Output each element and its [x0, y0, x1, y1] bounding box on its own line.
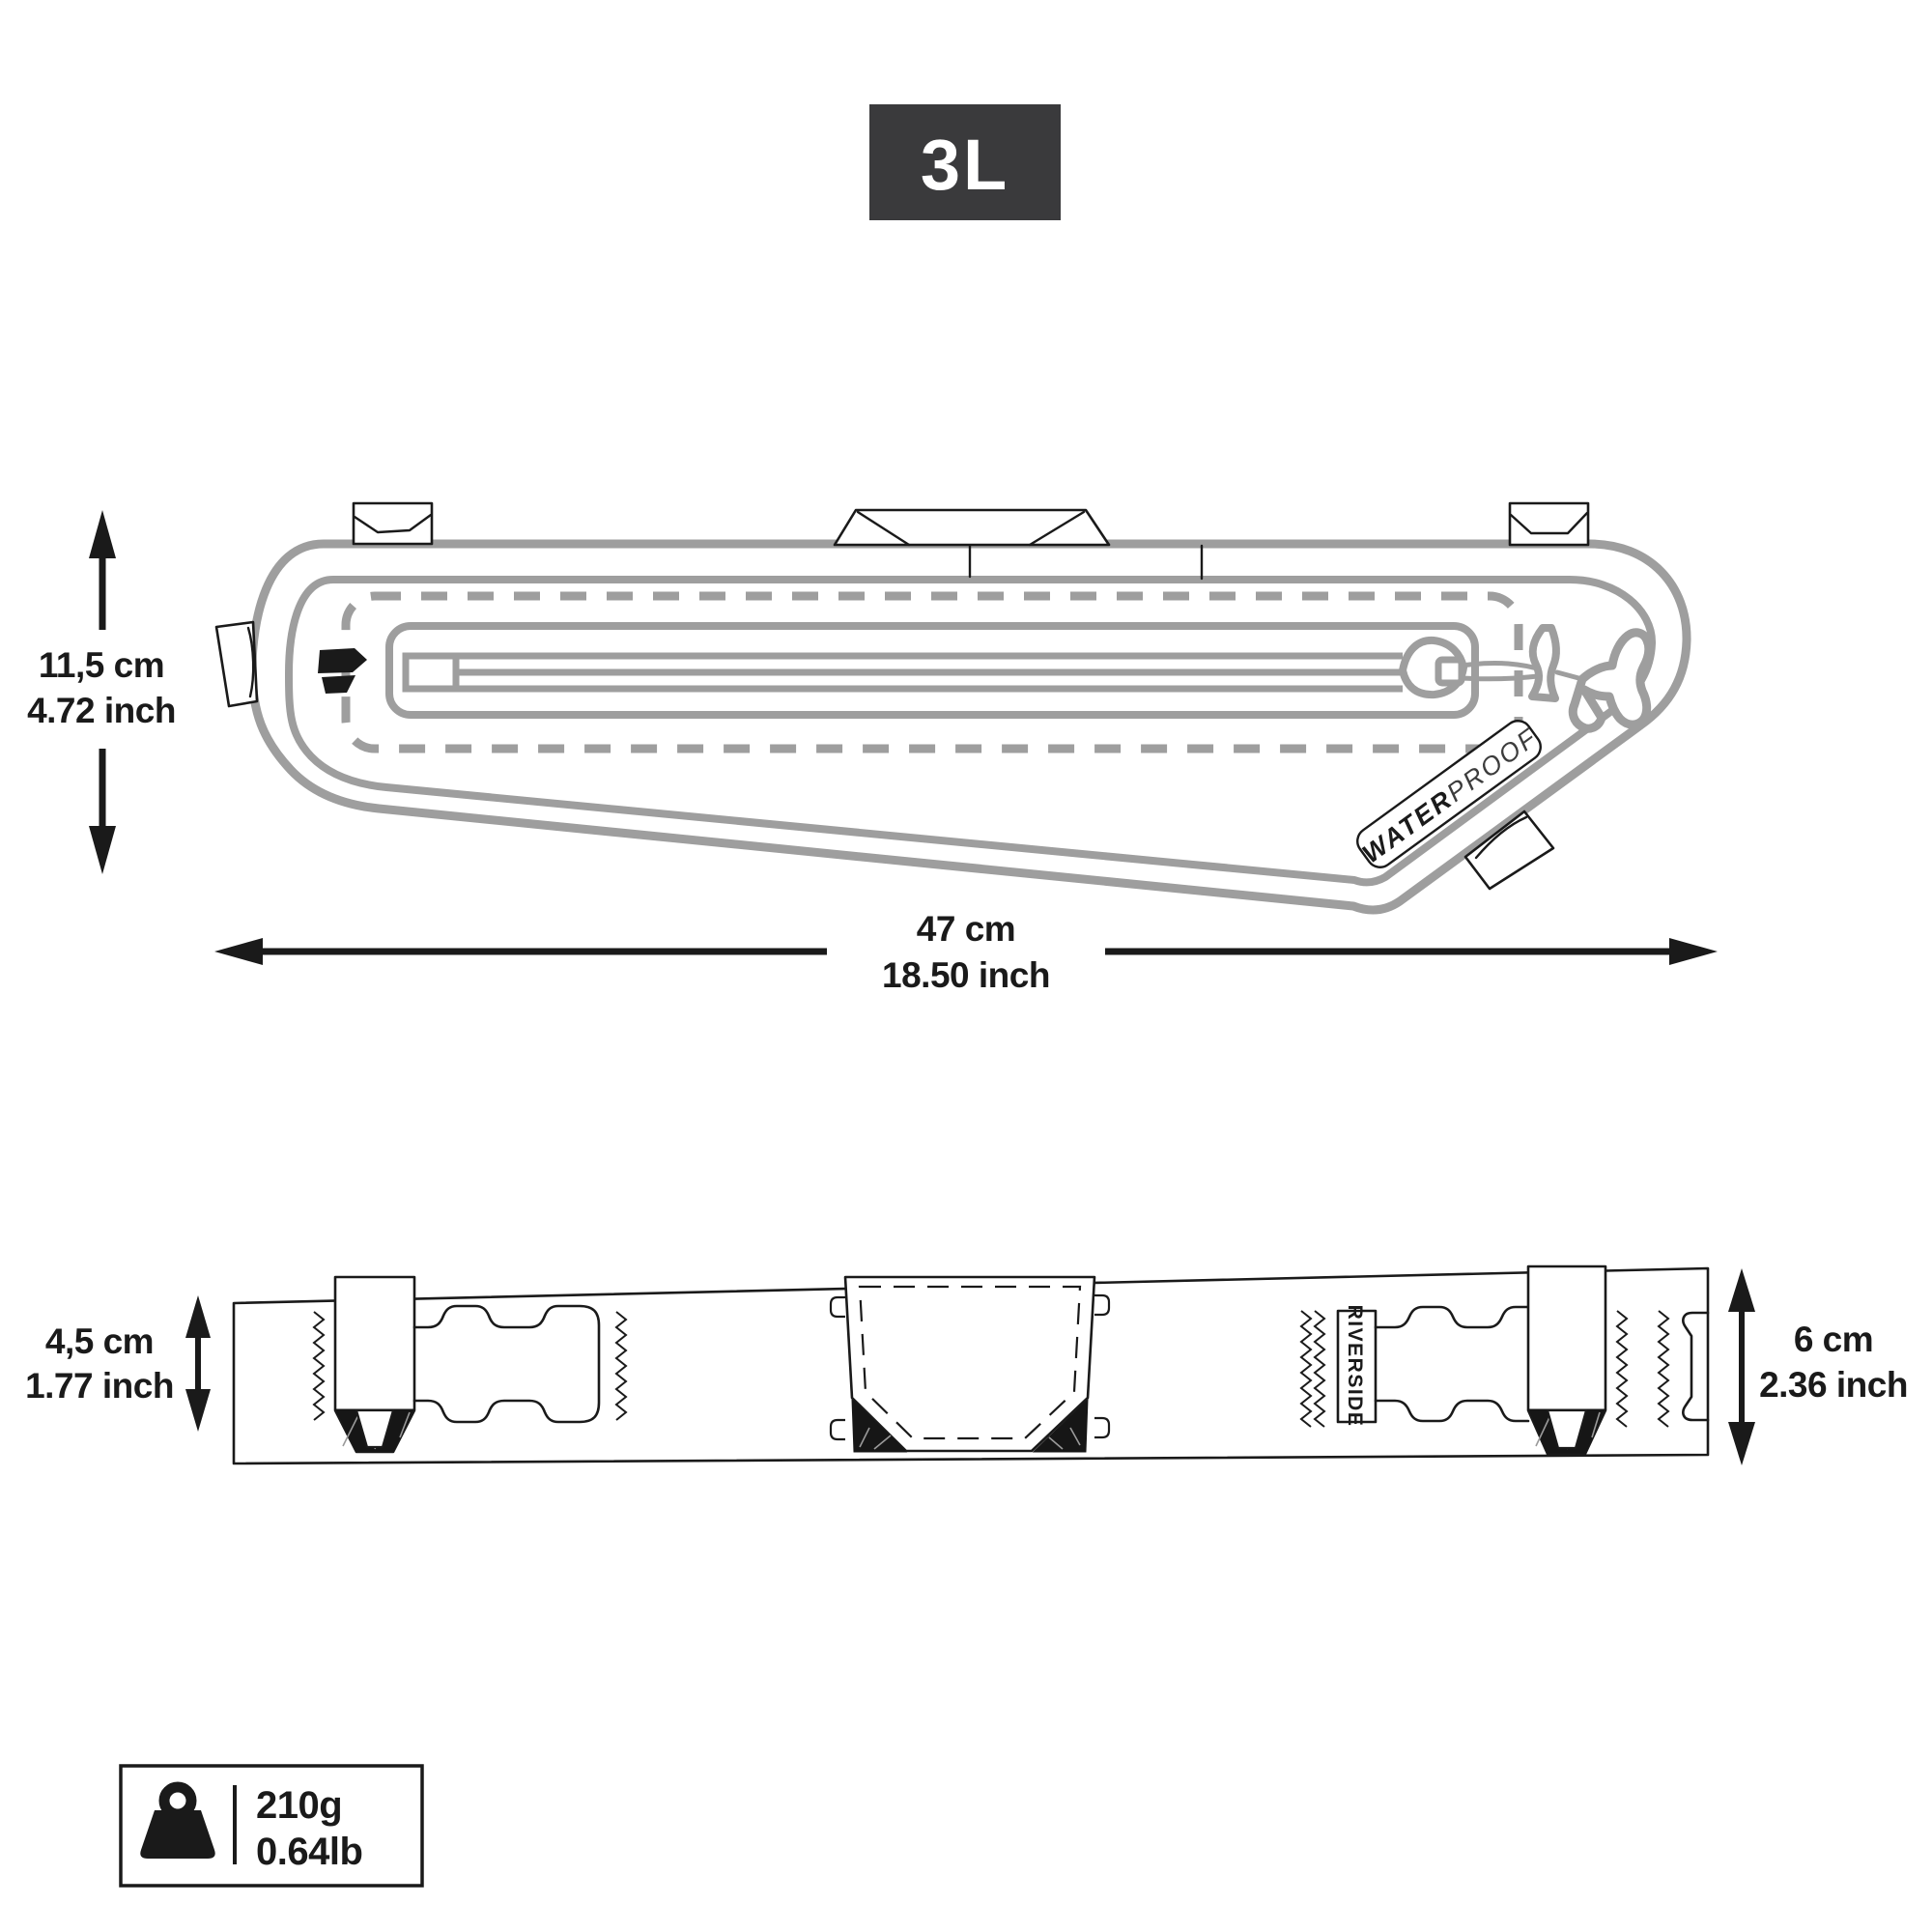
top-left-tab-fold	[353, 513, 433, 534]
bottom-right-tab-fold	[1474, 815, 1528, 860]
weight-badge: 210g 0.64lb	[119, 1764, 424, 1888]
side-height-imperial: 4.72 inch	[27, 691, 176, 730]
zipper-panel	[385, 622, 1479, 719]
left-ladder-strap	[412, 1304, 601, 1424]
flap-inner-dashed	[858, 1285, 1082, 1440]
right-ladder-strap	[1374, 1305, 1530, 1423]
side-width-imperial: 18.50 inch	[882, 955, 1050, 995]
side-height-dimension: 11,5 cm 4.72 inch	[27, 510, 176, 874]
weight-metric: 210g	[256, 1784, 342, 1827]
logo-flag-top	[318, 648, 367, 673]
side-view-drawing: WATERPROOF	[214, 501, 1691, 915]
stitching-zigzag	[1313, 1310, 1326, 1428]
stitching-zigzag	[1615, 1310, 1629, 1428]
volume-badge: 3L	[869, 104, 1061, 220]
center-frame-flap	[829, 1275, 1111, 1453]
waterproof-label-strip	[1356, 720, 1542, 868]
zipper-slider	[1435, 656, 1465, 687]
top-left-imperial: 1.77 inch	[25, 1366, 174, 1406]
cinch-cord-assembly	[1459, 624, 1654, 733]
flap-ear	[829, 1295, 845, 1319]
top-right-metric: 6 cm	[1794, 1320, 1873, 1359]
top-right-imperial: 2.36 inch	[1759, 1365, 1908, 1405]
top-right-height-dimension: 6 cm 2.36 inch	[1728, 1268, 1908, 1465]
weight-imperial: 0.64lb	[256, 1831, 362, 1873]
zipper	[402, 636, 1467, 699]
t-handle-toggle	[1568, 628, 1654, 733]
cord-lower	[1459, 673, 1541, 682]
brand-label-box	[1336, 1309, 1378, 1424]
strap-outline	[333, 1275, 416, 1454]
left-velcro-strap	[333, 1275, 416, 1454]
stitching-zigzag	[312, 1311, 326, 1421]
handle-back-straps	[968, 544, 1204, 581]
double-vertical-arrow-icon-top	[89, 510, 116, 558]
stitching-zigzag	[1299, 1310, 1313, 1428]
brand-label: RIVERSIDE	[1336, 1305, 1378, 1428]
top-handle-tab	[833, 508, 1111, 547]
strap-tip	[355, 1408, 395, 1449]
top-view-drawing: RIVERSIDE	[232, 1264, 1710, 1465]
double-vertical-arrow-icon-top	[1728, 1268, 1755, 1312]
top-handle-folds	[856, 510, 1086, 547]
double-vertical-arrow-icon-bottom	[89, 826, 116, 874]
double-horizontal-arrow-icon-right	[1669, 938, 1718, 965]
zipper-garage	[402, 652, 460, 693]
attachment-tabs	[214, 501, 1590, 891]
bag-inner-outline	[285, 576, 1657, 887]
right-end-loop	[1682, 1311, 1710, 1422]
brand-label-text: RIVERSIDE	[1344, 1305, 1366, 1428]
flap-ear	[1094, 1293, 1111, 1317]
stitching-zigzag	[614, 1311, 628, 1421]
top-right-tab-fold	[1509, 511, 1589, 535]
flap-outline	[843, 1275, 1096, 1453]
double-vertical-arrow-icon-bottom	[185, 1389, 211, 1432]
top-left-height-dimension: 4,5 cm 1.77 inch	[25, 1295, 211, 1432]
left-side-tab-fold	[246, 626, 255, 698]
double-horizontal-arrow-icon-left	[214, 938, 263, 965]
strap-outline	[1526, 1264, 1607, 1456]
top-right-strap-tab	[1508, 501, 1590, 547]
flap-ear	[829, 1418, 845, 1441]
volume-badge-label: 3L	[921, 125, 1009, 205]
side-width-metric: 47 cm	[917, 909, 1015, 949]
top-left-metric: 4,5 cm	[45, 1321, 154, 1361]
bottom-right-strap-tab	[1463, 810, 1555, 891]
kettlebell-weight-icon	[140, 1781, 215, 1859]
volume-badge-box	[869, 104, 1061, 220]
left-side-strap-tab	[214, 620, 259, 708]
flap-hatch-right	[1032, 1398, 1089, 1453]
side-height-metric: 11,5 cm	[39, 645, 164, 685]
riverside-logo-mark	[318, 648, 367, 694]
logo-flag-bottom	[322, 675, 355, 694]
right-velcro-strap	[1526, 1264, 1607, 1456]
top-left-strap-tab	[352, 501, 434, 546]
strap-tip	[1546, 1408, 1588, 1450]
stitching-zigzag	[1657, 1310, 1670, 1428]
flap-hatch-left	[851, 1398, 908, 1453]
cord-keeper	[1528, 624, 1560, 702]
flap-ear	[1094, 1416, 1111, 1439]
double-vertical-arrow-icon-bottom	[1728, 1422, 1755, 1465]
side-width-dimension: 47 cm 18.50 inch	[214, 909, 1718, 995]
double-vertical-arrow-icon-top	[185, 1295, 211, 1338]
